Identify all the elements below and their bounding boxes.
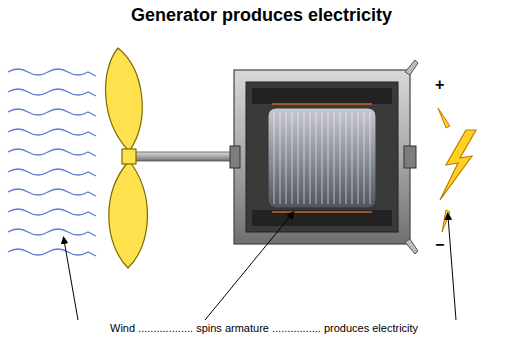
shaft — [130, 152, 240, 161]
generator-housing — [230, 60, 418, 254]
lightning-bolt — [438, 108, 476, 232]
title: Generator produces electricity — [131, 5, 392, 26]
propeller — [106, 48, 148, 268]
wind-lines — [8, 69, 96, 256]
caption-text: Wind .................. spins armature .… — [110, 322, 418, 334]
armature — [268, 104, 376, 212]
leader-lines — [64, 214, 456, 320]
terminal-sign: − — [435, 236, 444, 254]
terminal-sign: + — [435, 76, 444, 94]
